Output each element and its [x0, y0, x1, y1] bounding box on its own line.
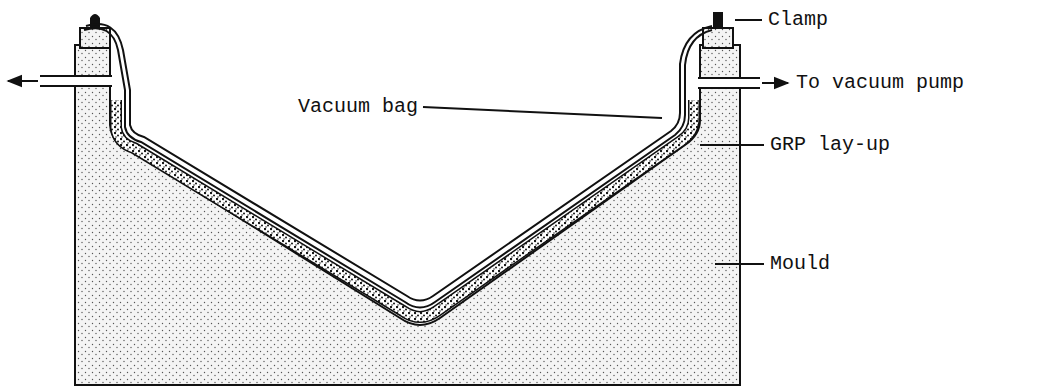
mould — [75, 45, 740, 385]
part-label: Clamp — [768, 9, 828, 31]
part-label: To vacuum pump — [796, 72, 964, 94]
flow-arrow — [762, 82, 788, 84]
vacuum-pipe — [40, 76, 112, 86]
leader-line — [423, 107, 662, 118]
grp-layup — [116, 100, 694, 317]
leader-line — [735, 19, 762, 21]
clamp-knob — [713, 12, 723, 28]
grp-layup — [116, 100, 694, 317]
leader-line — [700, 144, 764, 146]
flow-arrow — [8, 80, 38, 82]
vacuum-bag — [86, 24, 712, 300]
pipe-wall — [698, 77, 760, 79]
vacuum-pipe — [698, 78, 760, 88]
clamp-knob — [90, 14, 100, 28]
part-label: GRP lay-up — [770, 134, 890, 156]
part-label: Vacuum bag — [298, 96, 418, 118]
pipe-wall — [40, 85, 112, 87]
leader-line — [715, 263, 764, 265]
pipe-wall — [40, 75, 112, 77]
pipe-wall — [698, 87, 760, 89]
part-label: Mould — [770, 253, 830, 275]
